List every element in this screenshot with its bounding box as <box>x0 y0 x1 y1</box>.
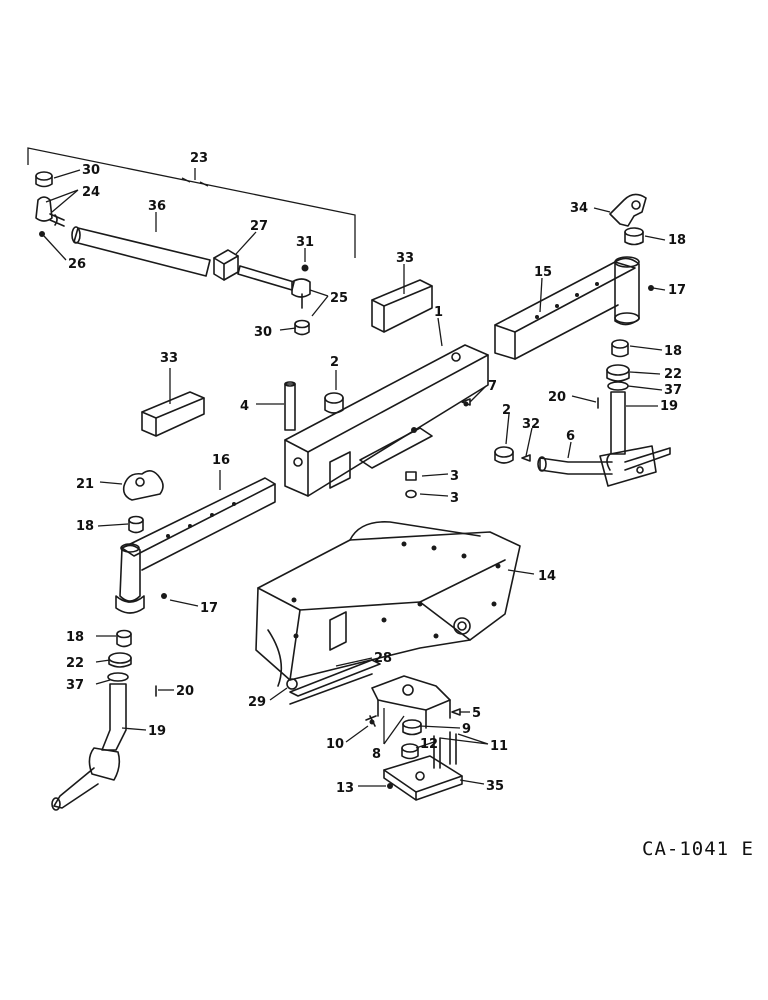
bolt-13 <box>387 783 393 789</box>
main-axle-beam <box>284 344 489 497</box>
axle-extension-right <box>494 256 654 360</box>
callout-18: 18 <box>664 344 682 359</box>
callout-17: 17 <box>668 283 686 298</box>
bushing-left-lower <box>116 629 132 648</box>
callout-23: 23 <box>190 151 208 166</box>
base-plate <box>383 755 463 801</box>
callout-19: 19 <box>660 399 678 414</box>
callout-25: 25 <box>330 291 348 306</box>
bushing-top-right <box>624 227 644 246</box>
tie-rod-end-left <box>35 196 65 237</box>
washer-left <box>107 672 129 682</box>
threaded-rod <box>237 265 295 291</box>
leader-lines <box>43 169 666 787</box>
callout-21: 21 <box>76 477 94 492</box>
callout-4: 4 <box>240 399 249 414</box>
seal-left <box>108 652 132 668</box>
bushing-right-lower <box>611 339 629 358</box>
callout-33: 33 <box>160 351 178 366</box>
callout-20: 20 <box>548 390 566 405</box>
tie-rod-tube <box>71 226 211 277</box>
bolt-32 <box>521 454 531 462</box>
callout-17: 17 <box>200 601 218 616</box>
callout-labels: 23 30 24 36 27 26 31 25 30 33 34 18 15 1… <box>66 151 686 796</box>
callout-30: 30 <box>82 163 100 178</box>
spacer-block-upper <box>371 279 433 333</box>
callout-6: 6 <box>566 429 575 444</box>
callout-12: 12 <box>420 737 438 752</box>
callout-37: 37 <box>664 383 682 398</box>
bushing-9 <box>402 719 422 736</box>
bushing-12 <box>401 743 419 760</box>
callout-26: 26 <box>68 257 86 272</box>
guard-plate <box>289 659 381 705</box>
steering-arm-bracket <box>609 193 647 227</box>
callout-11: 11 <box>490 739 508 754</box>
callout-20: 20 <box>176 684 194 699</box>
callout-31: 31 <box>296 235 314 250</box>
callout-13: 13 <box>336 781 354 796</box>
callout-3: 3 <box>450 491 459 506</box>
nut-upper <box>405 471 417 481</box>
spindle-left <box>51 683 127 811</box>
callout-1: 1 <box>434 305 443 320</box>
callout-33: 33 <box>396 251 414 266</box>
callout-8: 8 <box>372 747 381 762</box>
bushing-lower-right <box>494 446 514 464</box>
clamp-21 <box>122 470 164 501</box>
callout-16: 16 <box>212 453 230 468</box>
seal-right <box>606 364 630 382</box>
callout-27: 27 <box>250 219 268 234</box>
bolt-10 <box>365 715 377 727</box>
figure-code: CA-1041 E <box>642 838 754 860</box>
pivot-pin <box>284 381 296 431</box>
bushing-left-top <box>128 515 144 534</box>
callout-18: 18 <box>668 233 686 248</box>
callout-19: 19 <box>148 724 166 739</box>
cap-lower <box>294 319 310 336</box>
clamp <box>213 249 239 281</box>
support-frame <box>255 521 521 687</box>
washer-right <box>607 381 629 391</box>
bolt-5 <box>451 708 461 716</box>
callout-36: 36 <box>148 199 166 214</box>
callout-28: 28 <box>374 651 392 666</box>
callout-24: 24 <box>82 185 100 200</box>
callout-34: 34 <box>570 201 588 216</box>
callout-22: 22 <box>664 367 682 382</box>
callout-5: 5 <box>472 706 481 721</box>
nut-lower <box>405 489 417 499</box>
callout-35: 35 <box>486 779 504 794</box>
callout-3: 3 <box>450 469 459 484</box>
callout-30: 30 <box>254 325 272 340</box>
callout-37: 37 <box>66 678 84 693</box>
cap-top <box>35 171 53 188</box>
pivot-bracket <box>371 675 451 729</box>
callout-32: 32 <box>522 417 540 432</box>
bushing-upper <box>324 392 344 414</box>
spacer-block-lower <box>141 391 205 437</box>
washer-29 <box>286 678 298 690</box>
callout-2: 2 <box>502 403 511 418</box>
tie-rod-end-right <box>291 264 311 309</box>
callout-22: 22 <box>66 656 84 671</box>
callout-10: 10 <box>326 737 344 752</box>
callout-15: 15 <box>534 265 552 280</box>
callout-7: 7 <box>488 379 497 394</box>
callout-14: 14 <box>538 569 556 584</box>
callout-2: 2 <box>330 355 339 370</box>
callout-18: 18 <box>66 630 84 645</box>
pins-11 <box>433 731 457 769</box>
callout-9: 9 <box>462 722 471 737</box>
callout-18: 18 <box>76 519 94 534</box>
spindle-right <box>537 391 671 487</box>
callout-29: 29 <box>248 695 266 710</box>
steering-group-bracket <box>27 147 356 258</box>
axle-extension-left <box>115 477 276 614</box>
